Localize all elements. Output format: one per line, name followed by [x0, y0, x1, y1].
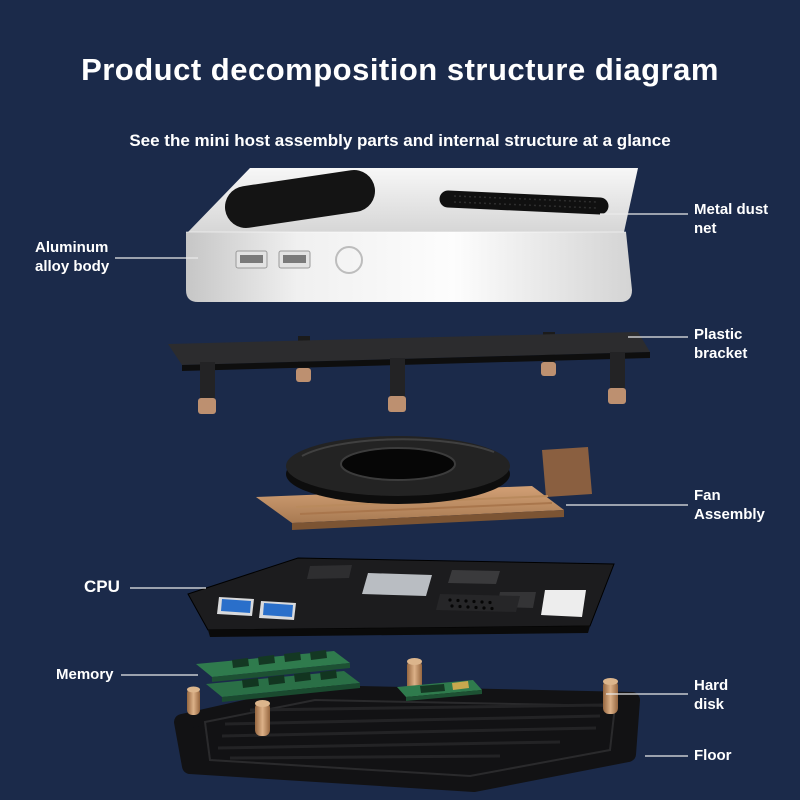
fan-assembly-graphic	[256, 436, 592, 530]
hard-disk-graphic	[397, 680, 482, 701]
usb-blue-ports-graphic	[217, 597, 296, 620]
label-plastic-bracket: Plastic bracket	[694, 326, 748, 362]
label-hard-disk: Hard disk	[694, 677, 729, 713]
metal-dust-net-graphic	[439, 190, 609, 215]
memory-graphic	[196, 650, 360, 702]
power-button-graphic	[335, 246, 363, 274]
usb-port-graphic	[235, 250, 311, 269]
floor-graphic	[174, 685, 640, 792]
label-fan-assembly: Fan Assembly	[694, 487, 765, 523]
label-floor: Floor	[694, 747, 732, 764]
label-memory: Memory	[56, 666, 114, 683]
cpu-chip-graphic	[362, 573, 432, 596]
label-metal-dust-net: Metal dust net	[694, 201, 769, 237]
motherboard-graphic	[187, 557, 615, 637]
aluminum-body-graphic	[186, 168, 638, 302]
label-aluminum-body: Aluminum alloy body	[35, 239, 110, 275]
label-cpu: CPU	[84, 577, 120, 596]
page-subtitle: See the mini host assembly parts and int…	[129, 131, 671, 150]
leader-lines	[115, 213, 688, 757]
top-vent-graphic	[225, 170, 375, 228]
plastic-bracket-graphic	[168, 332, 650, 414]
page-title: Product decomposition structure diagram	[81, 52, 719, 87]
